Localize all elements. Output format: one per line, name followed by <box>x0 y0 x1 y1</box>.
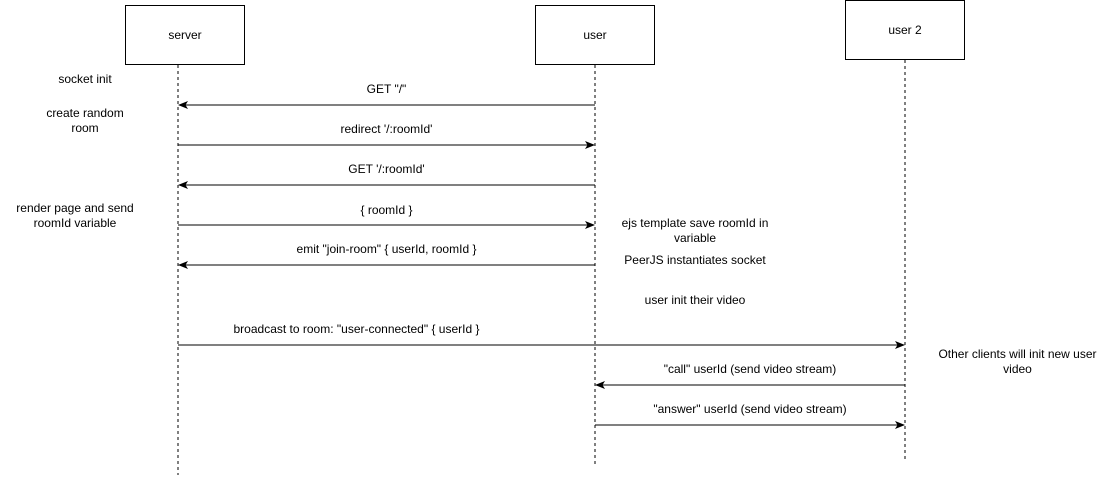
note-user-init-video: user init their video <box>644 293 746 307</box>
participant-user-label: user <box>583 28 607 42</box>
note-other-clients: Other clients will init new user video <box>938 347 1097 376</box>
message-label-answer: "answer" userId (send video stream) <box>653 402 847 416</box>
participant-user2: user 2 <box>845 0 965 60</box>
message-label-redirect: redirect '/:roomId' <box>340 122 433 136</box>
participant-server-label: server <box>168 28 202 42</box>
participant-user: user <box>535 5 655 65</box>
message-label-call: "call" userId (send video stream) <box>663 362 837 376</box>
message-label-roomid: { roomId } <box>360 203 413 217</box>
note-ejs-template: ejs template save roomId in variable <box>621 216 769 245</box>
note-socket-init: socket init <box>58 72 112 86</box>
message-label-get-root: GET "/" <box>366 82 407 96</box>
message-label-get-roomid: GET '/:roomId' <box>348 162 425 176</box>
note-render-page: render page and send roomId variable <box>16 201 134 230</box>
note-create-random-room: create random room <box>46 106 124 135</box>
note-peerjs: PeerJS instantiates socket <box>624 253 766 267</box>
participant-server: server <box>125 5 245 65</box>
message-label-broadcast: broadcast to room: "user-connected" { us… <box>233 322 480 336</box>
message-label-join-room: emit "join-room" { userId, roomId } <box>296 242 477 256</box>
participant-user2-label: user 2 <box>888 23 922 37</box>
